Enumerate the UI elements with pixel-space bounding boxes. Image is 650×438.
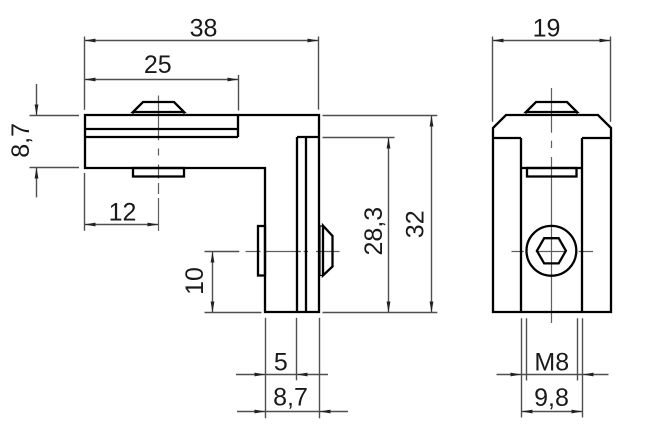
svg-text:28,3: 28,3 [360, 207, 388, 256]
svg-text:32: 32 [401, 210, 429, 238]
svg-text:8,7: 8,7 [7, 123, 35, 158]
svg-text:5: 5 [274, 348, 288, 376]
svg-text:9,8: 9,8 [534, 384, 569, 412]
svg-text:8,7: 8,7 [273, 384, 308, 412]
svg-text:10: 10 [181, 267, 209, 295]
svg-text:19: 19 [533, 15, 561, 43]
svg-text:38: 38 [190, 14, 218, 42]
svg-text:12: 12 [109, 199, 137, 227]
svg-text:M8: M8 [534, 348, 569, 376]
svg-text:25: 25 [144, 51, 172, 79]
